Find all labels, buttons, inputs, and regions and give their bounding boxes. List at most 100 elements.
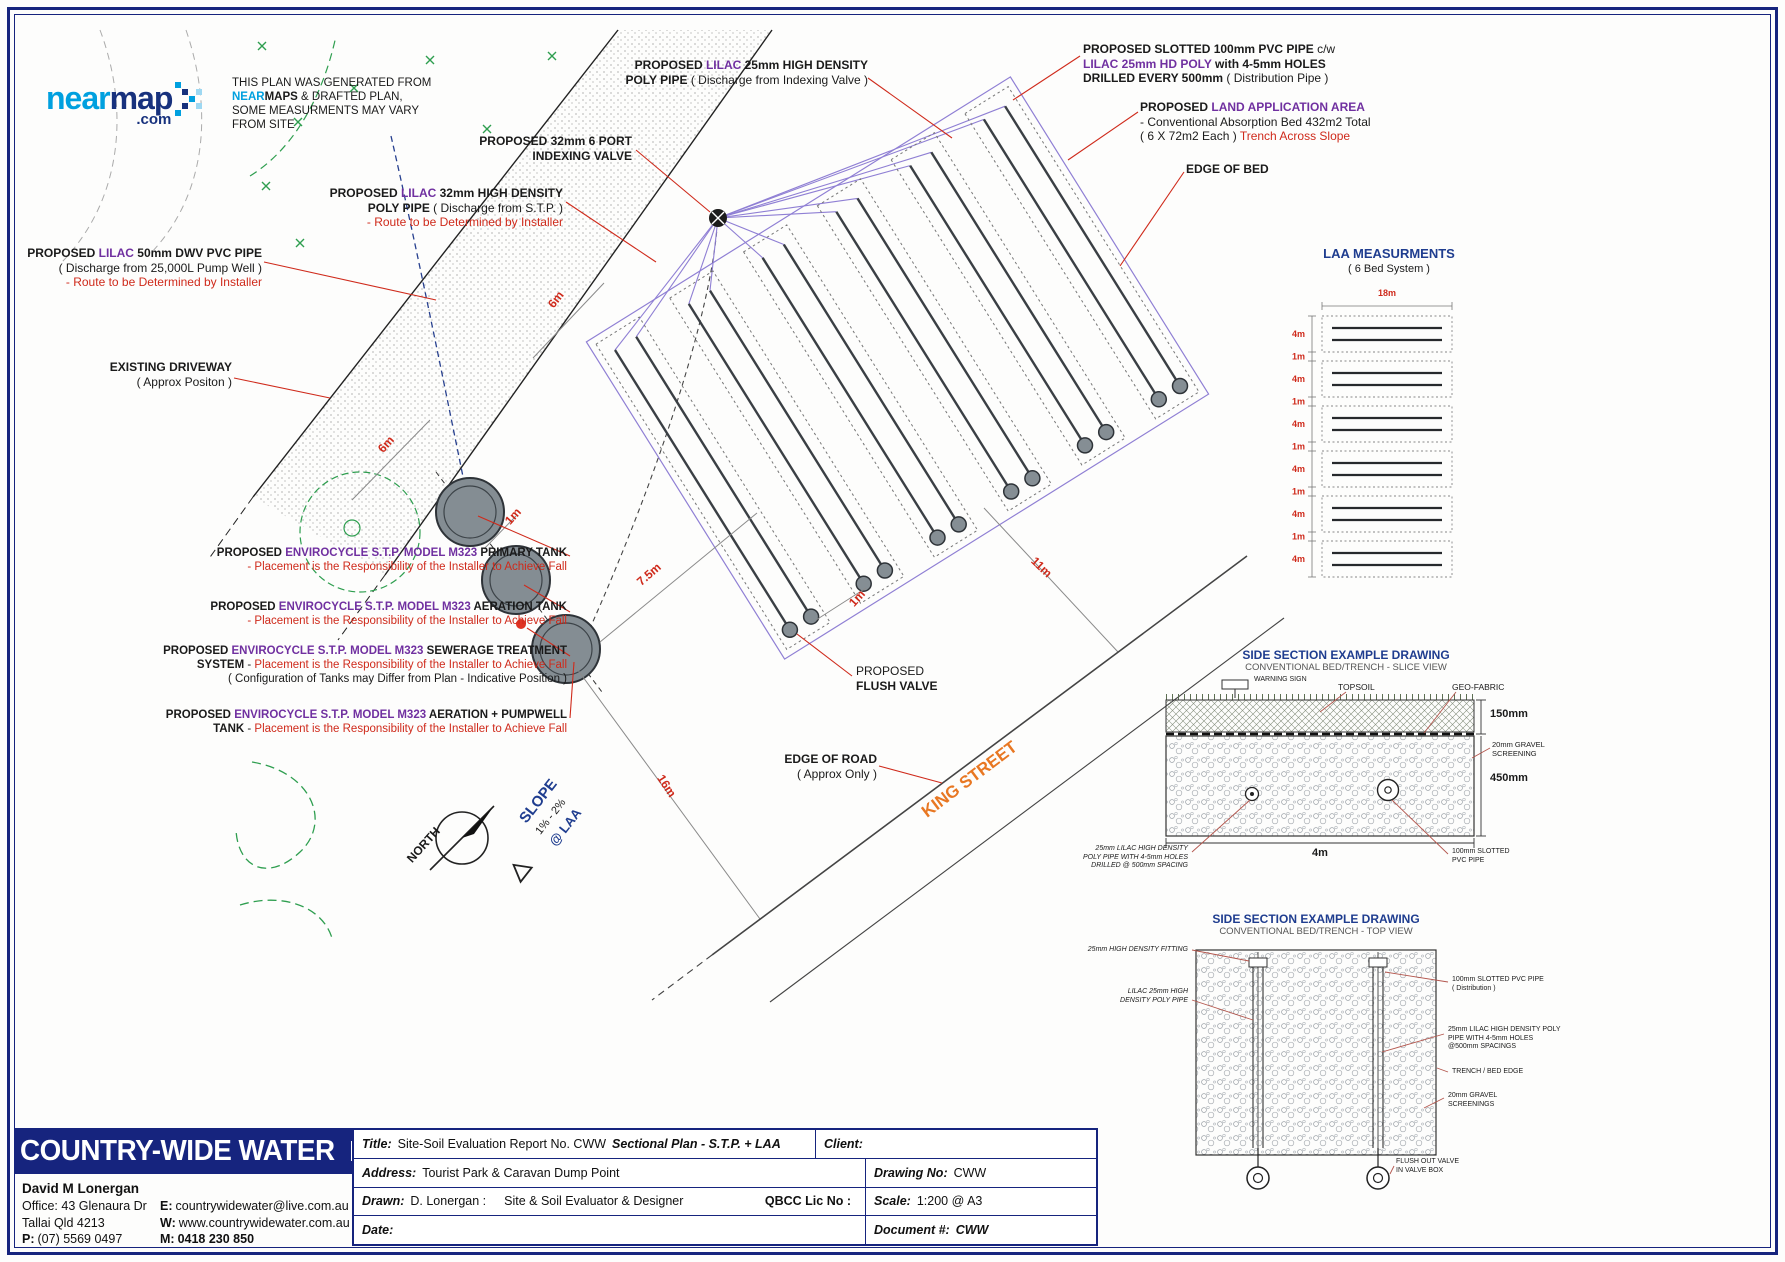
dim-7-5m: 7.5m [634, 560, 664, 589]
flush-out-valve-symbol [1366, 1166, 1390, 1190]
aeration-tank [481, 545, 551, 615]
flush-out-valve-symbol [1246, 1166, 1270, 1190]
stp-tanks [435, 471, 603, 693]
label-land-application-area: PROPOSED LAND APPLICATION AREA- Conventi… [1140, 100, 1371, 144]
title-block-table: Title: Site-Soil Evaluation Report No. C… [352, 1128, 1098, 1246]
primary-tank [435, 477, 505, 547]
stp-marker-dot [516, 619, 526, 629]
title-row: Title: Site-Soil Evaluation Report No. C… [354, 1130, 1096, 1159]
pipe-100mm-symbol [1376, 778, 1400, 802]
drawing-no-label: Drawing No: [874, 1165, 948, 1180]
topview-trench-edge: TRENCH / BED EDGE [1452, 1068, 1524, 1075]
label-king-street: KING STREET [918, 737, 1021, 822]
svg-text:1m: 1m [1292, 532, 1305, 542]
nearmap-map: map [109, 80, 174, 116]
drawing-no-value: CWW [953, 1165, 987, 1180]
drawn-value: D. Lonergan : [410, 1194, 487, 1209]
pumpwell-tank [531, 614, 601, 684]
dim-11m: 11m [1028, 554, 1055, 581]
slice-4m: 4m [1312, 847, 1328, 859]
svg-text:1m: 1m [1292, 442, 1305, 452]
label-aeration-tank: PROPOSED ENVIROCYCLE S.T.P. MODEL M323 A… [210, 601, 567, 628]
survey-marks [257, 41, 557, 248]
nearmap-dots-icon [175, 82, 203, 116]
slice-warning-sign: WARNING SIGN [1254, 676, 1307, 683]
document-label: Document #: [874, 1223, 950, 1238]
title-value: Site-Soil Evaluation Report No. CWW [397, 1136, 607, 1151]
svg-text:1m: 1m [1292, 352, 1305, 362]
svg-text:4m: 4m [1292, 509, 1305, 519]
label-edge-of-road: EDGE OF ROAD( Approx Only ) [784, 752, 877, 781]
nearmap-near: near [46, 80, 111, 116]
slice-topsoil: TOPSOIL [1338, 682, 1375, 692]
scale-label: Scale: [874, 1194, 911, 1209]
section-title: Sectional Plan - S.T.P. + LAA [612, 1136, 781, 1151]
label-north: NORTH [404, 824, 443, 866]
contour-lines [61, 29, 203, 263]
qbcc-label: QBCC Lic No : [764, 1194, 851, 1209]
company-name: COUNTRY-WIDE WATER [20, 1134, 335, 1167]
label-pumpwell-tank: PROPOSED ENVIROCYCLE S.T.P. MODEL M323 A… [165, 709, 567, 736]
laa-meas-subtitle: ( 6 Bed System ) [1348, 263, 1430, 275]
top-view-pipe-right [1366, 952, 1390, 1190]
laa-meas-18m: 18m [1377, 288, 1396, 298]
land-application-area [585, 76, 1210, 660]
topview-subtitle: CONVENTIONAL BED/TRENCH - TOP VIEW [1219, 926, 1413, 937]
address-value: Tourist Park & Caravan Dump Point [422, 1165, 620, 1180]
king-street-road [651, 555, 1285, 1003]
slice-title: SIDE SECTION EXAMPLE DRAWING [1242, 648, 1450, 662]
address-label: Address: [362, 1165, 417, 1180]
label-edge-of-bed: EDGE OF BED [1186, 162, 1269, 176]
top-view-drawing [1191, 949, 1449, 1190]
company-logo: COUNTRY-WIDE WATER PTY LTD [14, 1128, 372, 1174]
top-view-pipe-left [1246, 952, 1270, 1190]
svg-text:4m: 4m [1292, 464, 1305, 474]
contact-web: W:www.countrywidewater.com.au [160, 1215, 350, 1230]
drawn-row: Drawn: D. Lonergan : Site & Soil Evaluat… [354, 1187, 1096, 1217]
label-existing-driveway: EXISTING DRIVEWAY( Approx Positon ) [109, 360, 232, 389]
address-row: Address: Tourist Park & Caravan Dump Poi… [354, 1158, 1096, 1188]
contact-info-left: David M Lonergan Office: 43 Glenaura Dr … [22, 1180, 147, 1248]
contact-phone: P:(07) 5569 0497 [22, 1232, 123, 1246]
label-primary-tank: PROPOSED ENVIROCYCLE S.T.P. MODEL M323 P… [216, 547, 567, 574]
drawn-role: Site & Soil Evaluator & Designer [504, 1194, 684, 1209]
label-pipe-50mm: PROPOSED LILAC 50mm DWV PVC PIPE( Discha… [27, 246, 262, 290]
pipe-50mm-route [390, 135, 470, 507]
date-label: Date: [362, 1223, 394, 1238]
scale-value: 1:200 @ A3 [916, 1194, 983, 1209]
tree [299, 471, 421, 593]
vegetation [235, 35, 557, 939]
svg-text:4m: 4m [1292, 419, 1305, 429]
slice-subtitle: CONVENTIONAL BED/TRENCH - SLICE VIEW [1245, 662, 1447, 673]
svg-text:4m: 4m [1292, 554, 1305, 564]
title-label: Title: [362, 1136, 392, 1151]
svg-text:4m: 4m [1292, 329, 1305, 339]
north-arrow [429, 805, 495, 871]
slice-geofabric: GEO-FABRIC [1452, 682, 1505, 692]
dim-16m: 16m [654, 772, 680, 800]
date-row: Date: Document #: CWW [354, 1216, 1096, 1244]
dimension-lines [351, 282, 1119, 920]
topview-100mm: 100mm SLOTTED PVC PIPE( Distribution ) [1452, 976, 1544, 992]
dim-6m-driveway: 6m [375, 433, 398, 456]
svg-text:1m: 1m [1292, 397, 1305, 407]
laa-meas-title: LAA MEASURMENTS [1323, 246, 1455, 261]
slice-view-drawing [1165, 679, 1491, 855]
slope-warning-icon [512, 863, 534, 884]
contact-info-right: E:countrywidewater@live.com.au W:www.cou… [160, 1198, 350, 1248]
contact-name: David M Lonergan [22, 1181, 140, 1196]
